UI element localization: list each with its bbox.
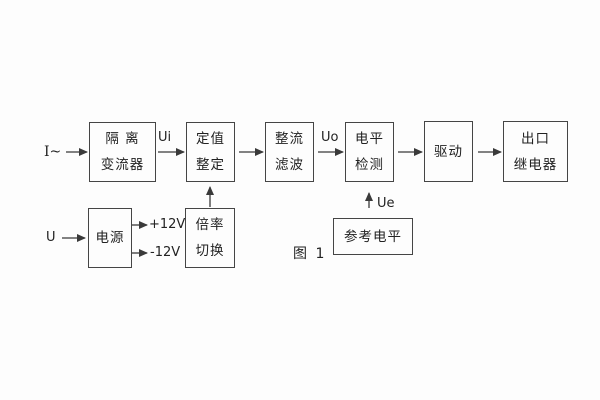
figure-caption: 图 1: [293, 246, 327, 262]
label-minus12v: -12V: [150, 245, 181, 260]
label-plus12v: +12V: [149, 217, 186, 232]
block-relay-line1: 出口: [521, 130, 550, 147]
block-ratioswitch-line1: 倍率: [195, 217, 225, 233]
block-output-relay: 出口 继电器: [503, 121, 568, 182]
block-setting-adjust: 定值 整定: [186, 122, 235, 182]
block-power-supply: 电源: [88, 208, 132, 268]
block-isolation-line1: 隔 离: [105, 131, 140, 147]
block-rectifier-line1: 整流: [275, 131, 304, 147]
label-ue: Ue: [377, 196, 395, 211]
block-relay-line2: 继电器: [513, 156, 558, 173]
block-isolation-line2: 变流器: [100, 157, 145, 173]
block-isolation-transformer: 隔 离 变流器: [89, 122, 156, 182]
block-leveldetect-line1: 电平: [355, 131, 384, 147]
label-uo: Uo: [321, 130, 339, 145]
block-drive-line1: 驱动: [434, 143, 463, 160]
block-reference-level: 参考电平: [333, 218, 413, 255]
label-input-voltage: U: [46, 230, 56, 245]
block-rectifier-line2: 滤波: [275, 157, 304, 173]
block-rectifier-filter: 整流 滤波: [265, 122, 314, 182]
block-drive: 驱动: [424, 121, 473, 182]
block-ratioswitch-line2: 切换: [195, 243, 225, 259]
block-power-line1: 电源: [95, 230, 125, 246]
block-setting-line2: 整定: [196, 157, 225, 173]
block-setting-line1: 定值: [196, 131, 225, 147]
block-leveldetect-line2: 检测: [355, 157, 384, 173]
block-ratio-switch: 倍率 切换: [185, 208, 235, 268]
label-input-current: I~: [44, 144, 62, 160]
block-reference-line1: 参考电平: [344, 228, 402, 245]
block-level-detect: 电平 检测: [345, 122, 394, 182]
label-ui: Ui: [158, 130, 172, 145]
